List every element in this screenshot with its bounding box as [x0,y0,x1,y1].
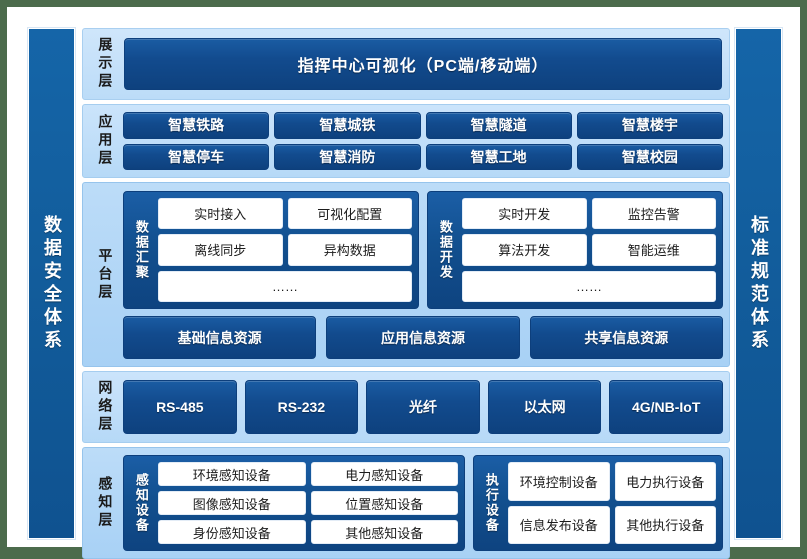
data-aggregation-grid: 实时接入 可视化配置 离线同步 异构数据 …… [158,198,412,302]
group-label-actuators: 执行设备 [483,473,499,533]
actuators-grid: 环境控制设备 电力执行设备 信息发布设备 其他执行设备 [508,462,716,544]
layer-network-body: RS-485 RS-232 光纤 以太网 4G/NB-IoT [122,377,724,437]
diagram-canvas: 数据安全体系 标准规范体系 展示层 指挥中心可视化（PC端/移动端） 应用层 智… [7,7,800,559]
network-tile[interactable]: 光纤 [366,380,480,434]
development-chip[interactable]: 实时开发 [462,198,587,230]
layer-application: 应用层 智慧铁路 智慧城铁 智慧隧道 智慧楼宇 智慧停车 智慧消防 智慧工地 智… [82,104,730,178]
layer-platform-label: 平台层 [97,247,114,302]
sensor-chip[interactable]: 其他感知设备 [310,520,458,544]
layer-application-label: 应用层 [97,114,114,168]
layer-sensing-label: 感知层 [97,476,114,530]
platform-groups: 数据汇聚 实时接入 可视化配置 离线同步 异构数据 …… 数据开发 [123,191,723,309]
sensor-chip[interactable]: 位置感知设备 [310,491,458,515]
layer-sensing: 感知层 感知设备 环境感知设备 电力感知设备 图像感知设备 位置感知设备 身份感… [82,447,730,559]
aggregation-chip[interactable]: 异构数据 [287,234,412,266]
layer-stack: 展示层 指挥中心可视化（PC端/移动端） 应用层 智慧铁路 智慧城铁 智慧隧道 … [82,28,730,559]
app-tile[interactable]: 智慧消防 [274,143,421,170]
actuator-chip[interactable]: 其他执行设备 [614,505,716,544]
sensing-groups: 感知设备 环境感知设备 电力感知设备 图像感知设备 位置感知设备 身份感知设备 … [123,455,723,551]
platform-resources: 基础信息资源 应用信息资源 共享信息资源 [123,316,723,359]
actuator-chip[interactable]: 电力执行设备 [614,462,716,501]
pillar-standards: 标准规范体系 [735,28,782,539]
aggregation-chip[interactable]: 离线同步 [158,234,283,266]
sensing-group-actuators: 执行设备 环境控制设备 电力执行设备 信息发布设备 其他执行设备 [473,455,723,551]
resource-tile[interactable]: 基础信息资源 [123,316,317,359]
app-tile[interactable]: 智慧校园 [576,143,723,170]
display-banner[interactable]: 指挥中心可视化（PC端/移动端） [124,38,722,90]
group-label-data-development: 数据开发 [437,220,453,280]
sensor-chip[interactable]: 图像感知设备 [158,491,306,515]
network-grid: RS-485 RS-232 光纤 以太网 4G/NB-IoT [123,380,723,434]
pillar-data-security: 数据安全体系 [28,28,75,539]
network-tile[interactable]: 以太网 [487,380,602,434]
development-chip[interactable]: 监控告警 [591,198,716,230]
actuator-chip[interactable]: 环境控制设备 [508,462,610,501]
sensor-chip[interactable]: 身份感知设备 [158,520,306,544]
layer-display-body: 指挥中心可视化（PC端/移动端） [122,34,724,94]
group-label-sensors: 感知设备 [133,473,149,533]
application-grid: 智慧铁路 智慧城铁 智慧隧道 智慧楼宇 智慧停车 智慧消防 智慧工地 智慧校园 [123,112,723,170]
platform-group-data-development: 数据开发 实时开发 监控告警 算法开发 智能运维 …… [427,191,723,309]
aggregation-chip-more[interactable]: …… [158,270,412,302]
app-tile[interactable]: 智慧铁路 [123,112,270,139]
sensing-group-sensors: 感知设备 环境感知设备 电力感知设备 图像感知设备 位置感知设备 身份感知设备 … [123,455,465,551]
network-tile[interactable]: 4G/NB-IoT [609,380,723,434]
sensors-grid: 环境感知设备 电力感知设备 图像感知设备 位置感知设备 身份感知设备 其他感知设… [158,462,458,544]
actuator-chip[interactable]: 信息发布设备 [508,505,610,544]
development-chip[interactable]: 智能运维 [591,234,716,266]
app-tile[interactable]: 智慧隧道 [425,112,572,139]
group-label-data-aggregation: 数据汇聚 [133,220,149,280]
development-chip[interactable]: 算法开发 [462,234,587,266]
network-tile[interactable]: RS-232 [244,380,359,434]
sensor-chip[interactable]: 电力感知设备 [310,462,458,486]
layer-network: 网络层 RS-485 RS-232 光纤 以太网 4G/NB-IoT [82,371,730,443]
development-chip-more[interactable]: …… [462,270,716,302]
layer-network-label: 网络层 [97,380,114,434]
app-tile[interactable]: 智慧城铁 [274,112,421,139]
layer-application-body: 智慧铁路 智慧城铁 智慧隧道 智慧楼宇 智慧停车 智慧消防 智慧工地 智慧校园 [122,110,724,172]
layer-sensing-body: 感知设备 环境感知设备 电力感知设备 图像感知设备 位置感知设备 身份感知设备 … [122,453,724,553]
layer-platform: 平台层 数据汇聚 实时接入 可视化配置 离线同步 异构数据 …… [82,182,730,367]
layer-display: 展示层 指挥中心可视化（PC端/移动端） [82,28,730,100]
aggregation-chip[interactable]: 实时接入 [158,198,283,230]
platform-group-data-aggregation: 数据汇聚 实时接入 可视化配置 离线同步 异构数据 …… [123,191,419,309]
pillar-left-label: 数据安全体系 [41,214,62,353]
resource-tile[interactable]: 应用信息资源 [326,316,520,359]
app-tile[interactable]: 智慧停车 [123,143,270,170]
sensor-chip[interactable]: 环境感知设备 [158,462,306,486]
app-tile[interactable]: 智慧楼宇 [576,112,723,139]
layer-display-label: 展示层 [97,37,114,91]
pillar-right-label: 标准规范体系 [748,214,769,353]
layer-platform-body: 数据汇聚 实时接入 可视化配置 离线同步 异构数据 …… 数据开发 [122,188,724,361]
network-tile[interactable]: RS-485 [123,380,237,434]
data-development-grid: 实时开发 监控告警 算法开发 智能运维 …… [462,198,716,302]
aggregation-chip[interactable]: 可视化配置 [287,198,412,230]
app-tile[interactable]: 智慧工地 [425,143,572,170]
resource-tile[interactable]: 共享信息资源 [529,316,723,359]
